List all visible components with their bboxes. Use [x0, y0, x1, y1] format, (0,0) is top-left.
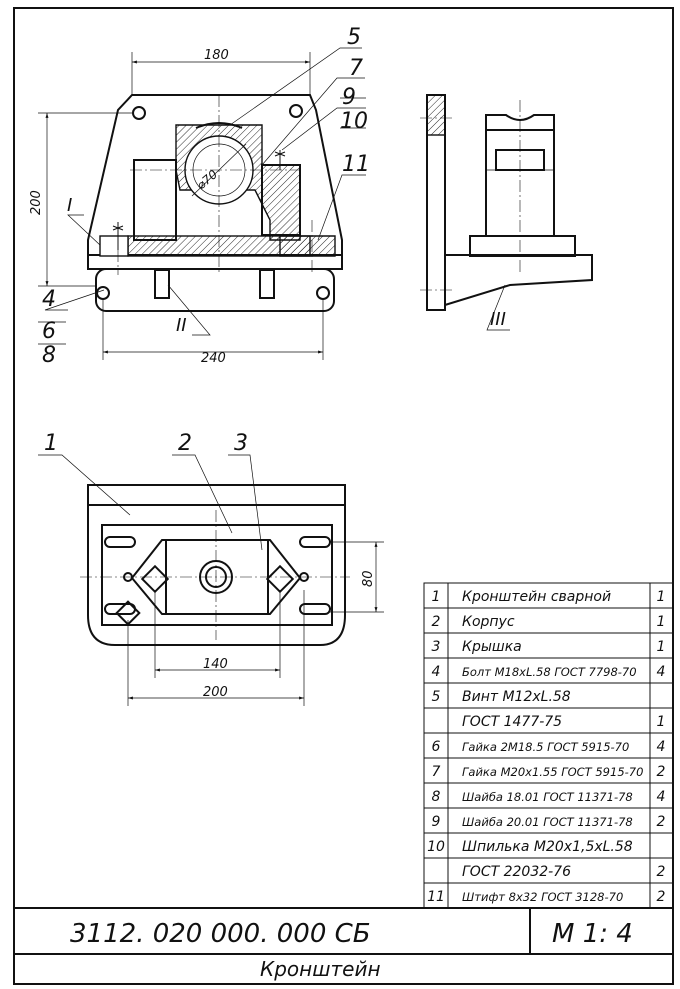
bom-name: Гайка М20х1.55 ГОСТ 5915-70	[462, 765, 643, 779]
callout-8: 8	[42, 343, 56, 368]
bom-name: Шпилька М20х1,5хL.58	[462, 839, 633, 855]
bom-qty: 1	[657, 589, 666, 605]
bom-pos: 8	[432, 789, 441, 805]
side-view: III	[420, 94, 593, 331]
bom-pos: 2	[432, 614, 441, 630]
bom-name: Корпус	[462, 614, 515, 630]
callout-2: 2	[178, 431, 192, 456]
dim-140: 140	[203, 657, 228, 672]
bom-pos: 4	[432, 664, 441, 680]
callout-1: 1	[44, 431, 58, 456]
callout-11: 11	[342, 152, 370, 177]
title-block: 3112. 020 000. 000 СБ М 1: 4 Кронштейн	[14, 907, 673, 981]
bom-name: Шайба 20.01 ГОСТ 11371-78	[462, 815, 633, 829]
bom-qty: 4	[657, 664, 666, 680]
bom-pos: 9	[432, 814, 441, 830]
callout-10: 10	[340, 109, 368, 134]
bom-pos: 10	[427, 839, 445, 855]
callout-section-III: III	[490, 309, 506, 330]
bom-qty: 2	[657, 814, 666, 830]
bom-pos: 5	[432, 689, 441, 705]
bom-name: Кронштейн сварной	[462, 589, 611, 605]
callout-section-I: I	[67, 195, 72, 216]
bom-name: Болт М18хL.58 ГОСТ 7798-70	[462, 665, 637, 679]
dim-180: 180	[204, 48, 229, 63]
bom-pos: 1	[432, 589, 441, 605]
drawing-designation: 3112. 020 000. 000 СБ	[70, 919, 371, 949]
bom-name: ГОСТ 22032-76	[462, 864, 571, 880]
callout-section-II: II	[176, 315, 187, 336]
bom-qty: 2	[657, 864, 666, 880]
front-view: 180 200 240 ⌀70 5 7 9 10 11 I 4 6 8 II	[29, 25, 370, 368]
bom-name: Винт М12хL.58	[462, 689, 571, 705]
bom-name: Штифт 8х32 ГОСТ 3128-70	[462, 890, 623, 904]
sheet-frame	[13, 7, 674, 985]
bom-pos: 3	[432, 639, 441, 655]
callout-9: 9	[342, 85, 356, 110]
bom-qty: 2	[657, 889, 666, 905]
callout-3: 3	[234, 431, 248, 456]
bom-name: ГОСТ 1477-75	[462, 714, 562, 730]
bom-qty: 1	[657, 714, 666, 730]
callout-7: 7	[349, 56, 363, 81]
callout-4: 4	[42, 287, 56, 312]
callout-5: 5	[347, 25, 361, 50]
bom-name: Шайба 18.01 ГОСТ 11371-78	[462, 790, 633, 804]
dim-200-vertical: 200	[29, 190, 44, 215]
bom-qty: 4	[657, 789, 666, 805]
callout-6: 6	[42, 319, 56, 344]
dim-80: 80	[361, 570, 376, 587]
bom-qty: 1	[657, 639, 666, 655]
bom-name: Гайка 2М18.5 ГОСТ 5915-70	[462, 740, 629, 754]
bom-name: Крышка	[462, 639, 522, 655]
bom-qty: 4	[657, 739, 666, 755]
drawing-scale: М 1: 4	[552, 919, 633, 949]
bom-pos: 6	[432, 739, 441, 755]
bom-qty: 2	[657, 764, 666, 780]
top-view: 140 200 80 1 2 3	[38, 431, 384, 706]
dim-240: 240	[201, 351, 226, 366]
bom-qty: 1	[657, 614, 666, 630]
bom-pos: 11	[427, 889, 445, 905]
bom-pos: 7	[432, 764, 441, 780]
bill-of-materials: 1 Кронштейн сварной 1 2 Корпус 1 3 Крышка 1 4 Болт…	[423, 582, 674, 909]
dim-200-horizontal: 200	[203, 685, 228, 700]
drawing-name: Кронштейн	[260, 957, 381, 981]
